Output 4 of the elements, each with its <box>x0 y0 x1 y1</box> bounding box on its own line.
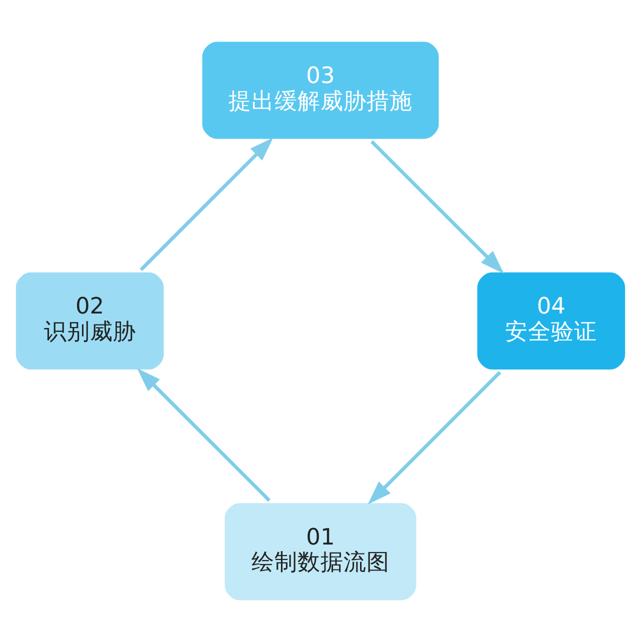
arrow <box>140 137 274 271</box>
arrow <box>370 140 504 274</box>
arrow <box>368 370 502 504</box>
arrow <box>137 368 271 502</box>
